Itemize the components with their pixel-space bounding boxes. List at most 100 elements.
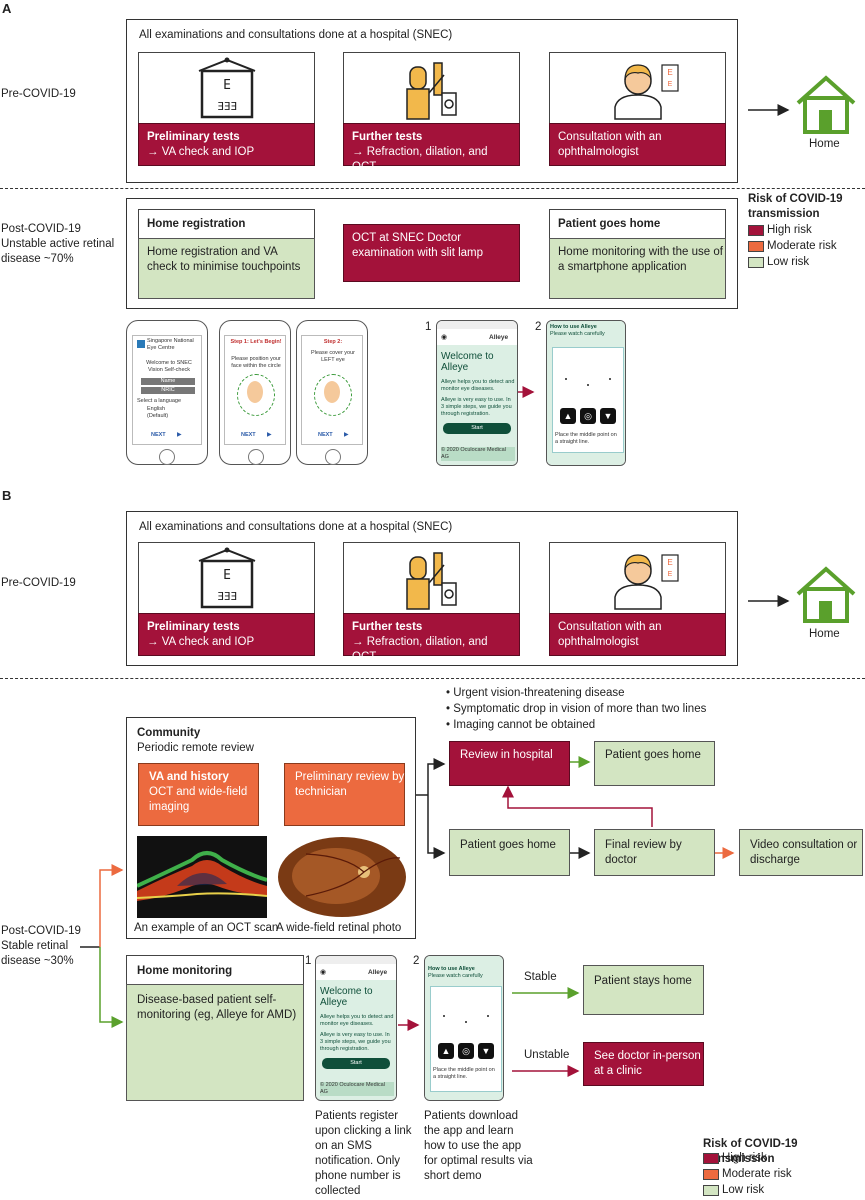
panel-b-step-prelim-caption: Preliminary tests → VA check and IOP — [138, 613, 315, 656]
demo-dot-right — [487, 1015, 489, 1017]
final-review-text: Final review by doctor — [605, 839, 682, 866]
review-hospital-text: Review in hospital — [460, 749, 553, 761]
alleye-start-button[interactable]: Start — [443, 423, 511, 434]
panel-b-legend-title: Risk of COVID-19 transmission — [703, 1138, 798, 1165]
panel-a-step3-text: Consultation with an ophthalmologist — [558, 131, 662, 158]
unstable-label: Unstable — [524, 1049, 570, 1061]
face-circle — [237, 374, 275, 416]
svg-text:ƎƎƎ: ƎƎƎ — [217, 100, 237, 113]
stable-label: Stable — [524, 971, 557, 983]
panel-b-post-sub: Stable retinal disease ~30% — [1, 940, 74, 967]
phone-step1: Step 1: Let's Begin! Please position you… — [219, 320, 291, 465]
svg-text:E: E — [223, 78, 231, 93]
panel-a-goes-home-title: Patient goes home — [558, 218, 661, 230]
legend-a-high: High risk — [767, 224, 812, 236]
prelim-review-box: Preliminary review by technician — [284, 763, 405, 826]
panel-a-goes-home: Patient goes home Home monitoring with t… — [549, 209, 726, 299]
panel-a-goes-home-body: Home monitoring with the use of a smartp… — [549, 238, 726, 299]
panel-b-app-num1: 1 — [305, 955, 312, 967]
phone2-next: NEXT — [241, 432, 256, 438]
legend-b-high: High risk — [722, 1152, 767, 1164]
oct-scan-image — [137, 836, 267, 918]
phone-registration-screen: Singapore National Eye Centre Welcome to… — [132, 335, 202, 445]
phone3-step: Step 2: — [323, 339, 343, 345]
down-icon: ▼ — [600, 408, 616, 424]
panel-b-step1-sub: → VA check and IOP — [147, 636, 255, 648]
alleye-brand: Alleye — [368, 969, 388, 976]
eye-icon: ◉ — [320, 969, 327, 976]
panel-a-step-consult-caption: Consultation with an ophthalmologist — [549, 123, 726, 166]
face-icon — [247, 381, 263, 403]
phone3-next: NEXT — [318, 432, 333, 438]
panel-b-step-further-caption: Further tests → Refraction, dilation, an… — [343, 613, 520, 663]
demo-dot-middle — [465, 1021, 467, 1023]
panel-a-app-num2: 2 — [535, 321, 542, 333]
phone2-text: Please position your face within the cir… — [231, 356, 281, 369]
legend-b-moderate-swatch — [703, 1169, 719, 1180]
demo-dot-middle — [587, 384, 589, 386]
svg-text:E: E — [667, 68, 672, 77]
demo-dot-left — [443, 1015, 445, 1017]
caption-register: Patients register upon clicking a link o… — [315, 1110, 412, 1197]
doctor-icon: E E — [614, 554, 679, 610]
video-consult-text: Video consultation or discharge — [750, 839, 858, 866]
va-history-box: VA and history OCT and wide-field imagin… — [138, 763, 259, 826]
alleye-welcome: Welcome to Alleye — [441, 351, 494, 373]
panel-b-post-label: Post-COVID-19 — [1, 925, 81, 937]
browser-bar — [316, 956, 396, 964]
panel-a-oct-box: OCT at SNEC Doctor examination with slit… — [343, 224, 520, 282]
arrow-b-to-home — [99, 947, 124, 1028]
alleye-how-hint: Place the middle point on a straight lin… — [433, 1067, 495, 1080]
panel-b-divider — [0, 678, 865, 679]
panel-a-post-sub: Unstable active retinal disease ~70% — [1, 238, 115, 265]
panel-a-home-reg-title: Home registration — [147, 218, 246, 230]
arrow-b-branch-up — [427, 758, 446, 795]
panel-a-hospital-header: All examinations and consultations done … — [139, 29, 453, 41]
face-icon — [324, 381, 340, 403]
alleye-p2: Alleye is very easy to use. In 3 simple … — [320, 1032, 391, 1052]
svg-text:E: E — [668, 571, 673, 578]
oct-caption: An example of an OCT scan — [134, 922, 279, 934]
alleye-footer: © 2020 Oculocare Medical AG — [441, 447, 515, 461]
alleye-how-sub: Please watch carefully — [428, 973, 483, 979]
eye-chart-icon: E ƎƎƎ — [198, 547, 256, 609]
up-icon: ▲ — [438, 1043, 454, 1059]
alleye-welcome-screen-b: ◉ Alleye Welcome to Alleye Alleye helps … — [315, 955, 397, 1101]
panel-a-step-further-caption: Further tests → Refraction, dilation, an… — [343, 123, 520, 173]
panel-a-goes-home-text: Home monitoring with the use of a smartp… — [558, 246, 723, 273]
legend-a-low: Low risk — [767, 256, 810, 268]
alleye-body: Welcome to Alleye Alleye helps you to de… — [437, 345, 517, 465]
panel-a-oct-text: OCT at SNEC Doctor examination with slit… — [352, 232, 484, 259]
demo-dot-left — [565, 378, 567, 380]
alleye-start-button[interactable]: Start — [322, 1058, 390, 1069]
alleye-p1: Alleye helps you to detect and monitor e… — [441, 379, 515, 392]
home-button-icon — [159, 449, 175, 465]
phone1-name-field: Name — [141, 378, 195, 385]
panel-a-home-reg-body: Home registration and VA check to minimi… — [138, 238, 315, 299]
alleye-welcome: Welcome to Alleye — [320, 986, 373, 1008]
panel-b-app-num2: 2 — [413, 955, 420, 967]
phone-step2-screen: Step 2: Please cover your LEFT eye NEXT … — [301, 335, 363, 445]
panel-a-step1-sub: → VA check and IOP — [147, 146, 255, 158]
see-doctor-text: See doctor in-person at a clinic — [594, 1050, 701, 1077]
home-mon-title: Home monitoring — [137, 965, 233, 977]
panel-a-step1-title: Preliminary tests — [147, 131, 240, 143]
panel-a-pre-label: Pre-COVID-19 — [1, 88, 76, 100]
legend-a-moderate: Moderate risk — [767, 240, 837, 252]
review-hospital-box: Review in hospital — [449, 741, 570, 786]
legend-a-high-swatch — [748, 225, 764, 236]
eye-chart-icon: E ƎƎƎ — [198, 57, 256, 119]
home-button-icon — [325, 449, 341, 465]
svg-text:E: E — [667, 558, 672, 567]
panel-a-step-further: Further tests → Refraction, dilation, an… — [343, 52, 520, 173]
community-title: Community — [137, 727, 201, 739]
browser-bar — [437, 321, 517, 329]
alleye-welcome-screen-a: ◉ Alleye Welcome to Alleye Alleye helps … — [436, 320, 518, 466]
home-monitoring-frame: Home monitoring Disease-based patient se… — [126, 955, 304, 1101]
stays-home-text: Patient stays home — [594, 975, 692, 987]
svg-text:E: E — [668, 81, 673, 88]
slit-lamp-icon — [406, 62, 457, 120]
up-icon: ▲ — [560, 408, 576, 424]
play-icon: ▶ — [177, 432, 182, 438]
goes-home-box-2: Patient goes home — [449, 829, 570, 876]
